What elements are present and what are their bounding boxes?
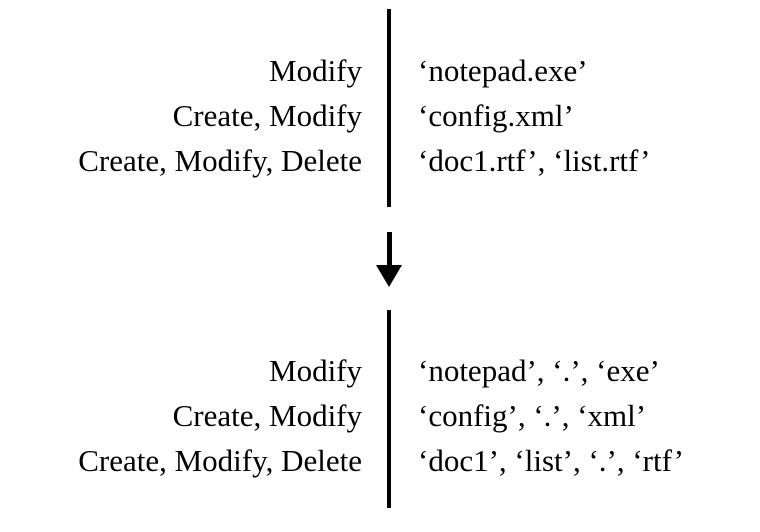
tokens-cell: ‘notepad’, ‘.’, ‘exe’	[418, 353, 660, 388]
tokens-cell: ‘doc1.rtf’, ‘list.rtf’	[418, 143, 651, 178]
table-row: Modify ‘notepad’, ‘.’, ‘exe’	[0, 348, 760, 393]
before-block: Modify ‘notepad.exe’ Create, Modify ‘con…	[0, 0, 760, 215]
actions-cell: Create, Modify	[172, 98, 362, 133]
vertical-divider-bottom	[387, 310, 391, 508]
vertical-divider-top	[387, 9, 391, 207]
actions-cell: Modify	[269, 53, 362, 88]
after-block: Modify ‘notepad’, ‘.’, ‘exe’ Create, Mod…	[0, 300, 760, 515]
table-row: Create, Modify ‘config’, ‘.’, ‘xml’	[0, 393, 760, 438]
tokens-cell: ‘doc1’, ‘list’, ‘.’, ‘rtf’	[418, 443, 684, 478]
tokens-cell: ‘config.xml’	[418, 98, 574, 133]
arrow-head	[376, 265, 402, 287]
actions-cell: Create, Modify	[172, 398, 362, 433]
tokens-cell: ‘notepad.exe’	[418, 53, 588, 88]
actions-cell: Create, Modify, Delete	[78, 143, 362, 178]
table-row: Modify ‘notepad.exe’	[0, 48, 760, 93]
table-row: Create, Modify, Delete ‘doc1.rtf’, ‘list…	[0, 138, 760, 183]
arrow-shaft	[387, 232, 392, 268]
actions-cell: Modify	[269, 353, 362, 388]
downward-arrow-icon	[371, 232, 409, 290]
table-row: Create, Modify, Delete ‘doc1’, ‘list’, ‘…	[0, 438, 760, 483]
table-row: Create, Modify ‘config.xml’	[0, 93, 760, 138]
tokens-cell: ‘config’, ‘.’, ‘xml’	[418, 398, 647, 433]
actions-cell: Create, Modify, Delete	[78, 443, 362, 478]
